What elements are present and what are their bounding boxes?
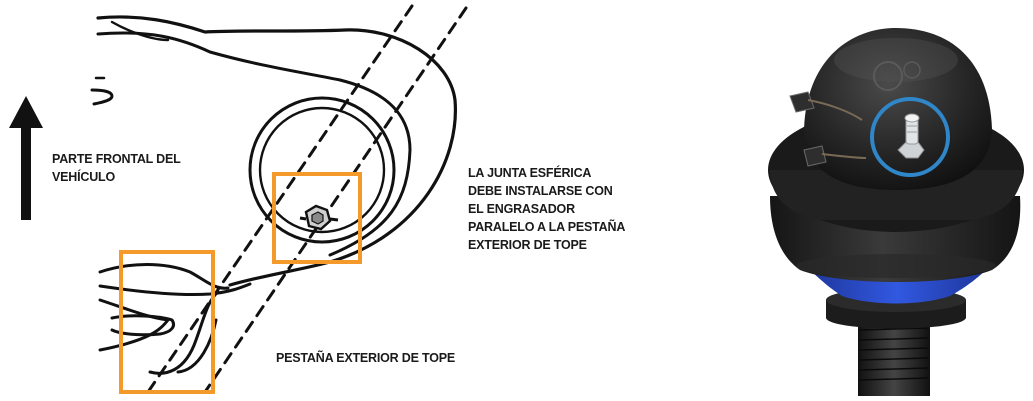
cap-side [770, 170, 1022, 220]
arm-notch [110, 20, 170, 42]
front-of-vehicle-line-1: PARTE FRONTAL DEL [52, 152, 181, 166]
lower-arm-slot [110, 314, 175, 337]
instruction-line-2: DEBE INSTALARSE CON [468, 184, 613, 198]
outer-ring [248, 96, 396, 244]
outer-stop-flange-label: PESTAÑA EXTERIOR DE TOPE [276, 349, 455, 367]
instruction-line-5: EXTERIOR DE TOPE [468, 238, 587, 252]
grease-fitting-icon [299, 204, 339, 231]
fitting-highlight-box [272, 172, 362, 264]
instruction-line-1: LA JUNTA ESFÉRICA [468, 166, 592, 180]
instruction-line-4: PARALELO A LA PESTAÑA [468, 220, 626, 234]
control-arm-drawing [90, 4, 468, 394]
lower-arm-top [98, 263, 230, 290]
guide-line-2 [203, 6, 468, 394]
outer-stop-flange-text: PESTAÑA EXTERIOR DE TOPE [276, 351, 456, 365]
fitting-highlight-ring [870, 97, 950, 177]
lower-arm-edge [98, 282, 252, 297]
front-of-vehicle-line-2: VEHÍCULO [52, 170, 115, 184]
instruction-label: LA JUNTA ESFÉRICA DEBE INSTALARSE CON EL… [468, 164, 625, 254]
stop-flange-tab [789, 91, 815, 113]
lower-arm-tail [148, 290, 220, 375]
guide-line-1 [146, 4, 414, 394]
stop-flange-tab-2 [803, 145, 827, 167]
ball-joint-photo [768, 28, 1024, 396]
highlight-boxes [119, 172, 362, 394]
instruction-line-3: EL ENGRASADOR [468, 202, 575, 216]
arm-inner-edge [96, 31, 412, 257]
inner-ring [258, 106, 386, 234]
flange-highlight-box [119, 250, 215, 394]
arm-curl [90, 88, 114, 106]
arrow-up-icon [9, 96, 43, 220]
front-of-vehicle-label: PARTE FRONTAL DEL VEHÍCULO [52, 150, 181, 186]
grease-fitting-photo-icon [897, 113, 925, 159]
lower-arm-bottom [98, 298, 170, 352]
